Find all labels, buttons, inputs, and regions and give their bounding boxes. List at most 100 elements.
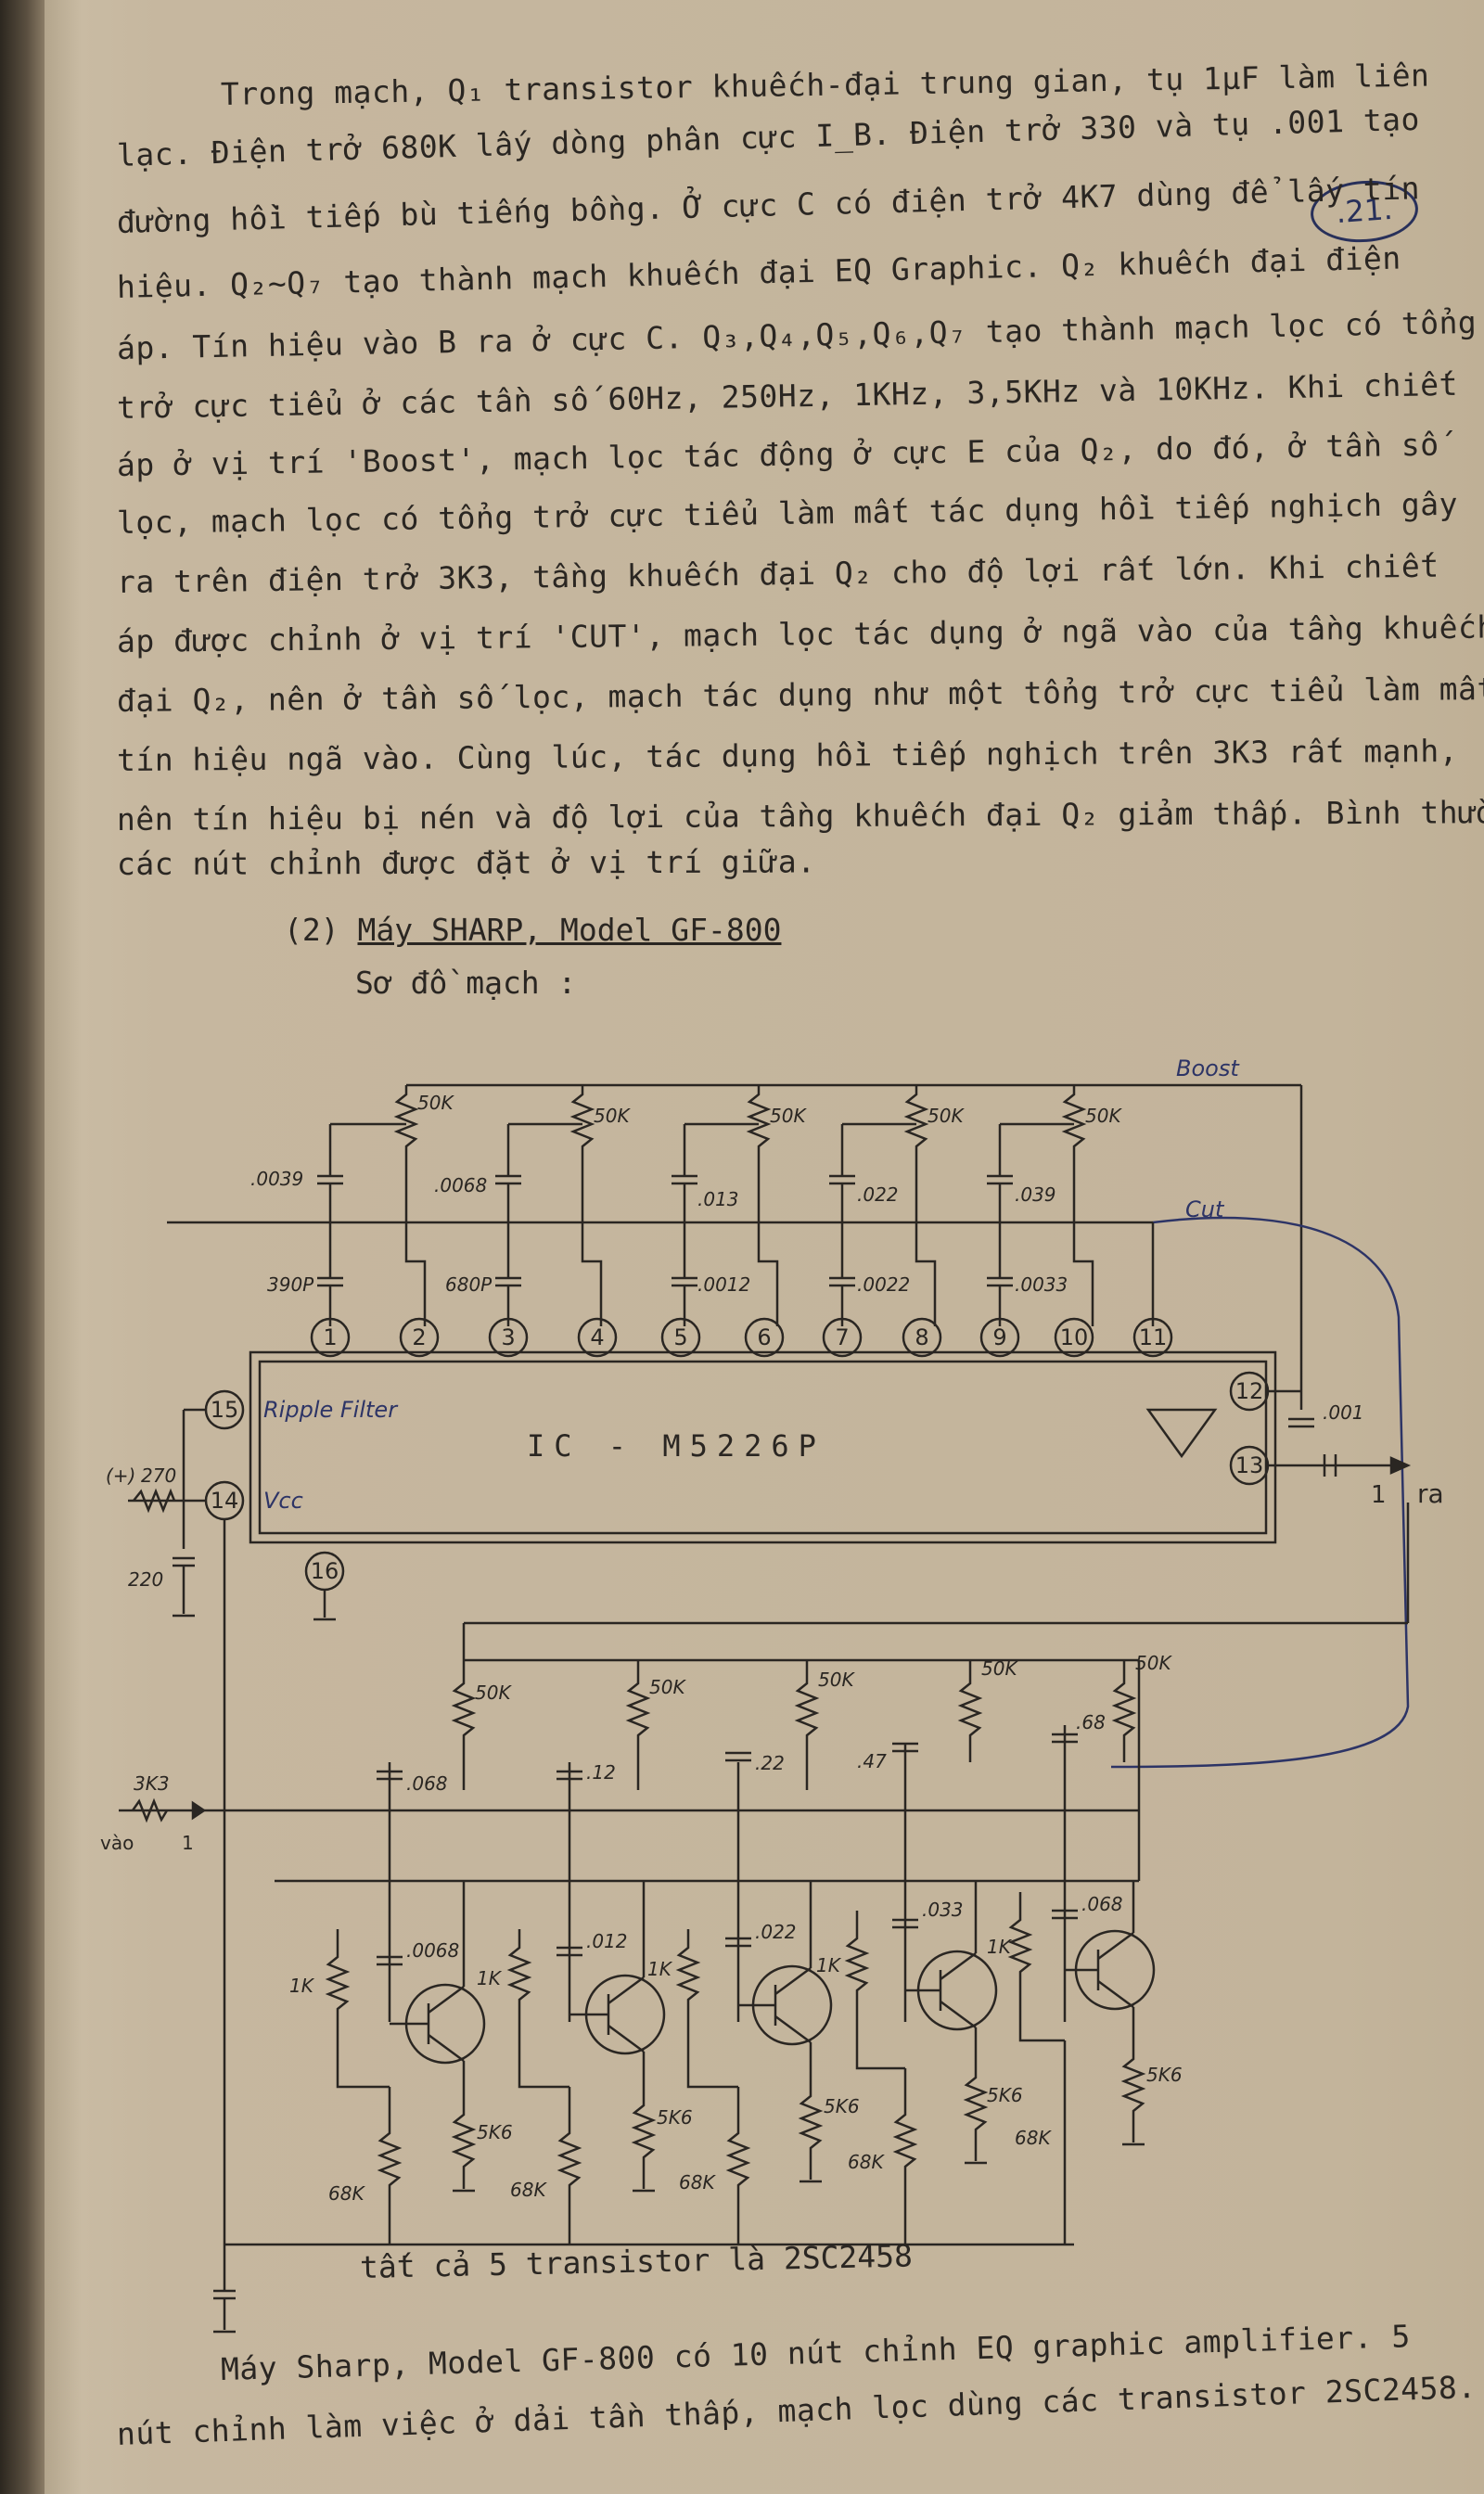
document-page: .21. Trong mạch, Q₁ transistor khuếch-đạ… xyxy=(45,0,1484,2494)
supply-plus-label: (+) xyxy=(106,1464,135,1487)
potentiometer xyxy=(569,1085,603,1326)
cap-label: 390P xyxy=(267,1273,314,1296)
cap-label: .0012 xyxy=(697,1273,750,1296)
pin-5 xyxy=(660,1317,701,1358)
input-resistor xyxy=(131,1797,169,1823)
ripple-filter-label: Ripple Filter xyxy=(263,1397,399,1423)
filter-stage-4 xyxy=(844,1660,998,2245)
res-68k-label: 68K xyxy=(510,2179,547,2201)
pin-5-label: 5 xyxy=(673,1324,687,1350)
res-5k6-label: 5K6 xyxy=(1146,2064,1183,2086)
resistor-1k xyxy=(844,1911,905,2070)
cap-label: .0033 xyxy=(1015,1273,1068,1296)
res-68k-label: 68K xyxy=(1015,2127,1052,2149)
cap-label: .0068 xyxy=(434,1174,487,1196)
output-cap-label: .001 xyxy=(1323,1401,1364,1424)
circuit-diagram: IC - M5226P xyxy=(100,1055,1444,2334)
section-number: (2) xyxy=(284,912,339,948)
pin-7 xyxy=(822,1317,863,1358)
transistor-emitter xyxy=(1097,1979,1134,2009)
resistor-5k6 xyxy=(963,2027,989,2161)
pin-4-label: 4 xyxy=(590,1324,604,1350)
pot-label: 50K xyxy=(1085,1105,1122,1127)
output-num-label: 1 xyxy=(1371,1481,1387,1509)
res-1k-label: 1K xyxy=(816,1954,842,1976)
resistor-1k xyxy=(325,1929,390,2089)
lower-cap-label: .47 xyxy=(857,1750,887,1772)
section-title: Máy SHARP, Model GF-800 xyxy=(357,912,782,948)
input-diode xyxy=(191,1800,207,1821)
resistor-1k xyxy=(506,1929,569,2089)
pin-7-label: 7 xyxy=(835,1324,849,1350)
potentiometer xyxy=(1061,1085,1094,1326)
lower-cap-label: .22 xyxy=(755,1752,785,1774)
input-num-label: 1 xyxy=(182,1832,194,1854)
vcc-label: Vcc xyxy=(263,1488,303,1514)
cap-label: .0039 xyxy=(250,1168,303,1190)
potentiometer xyxy=(746,1085,779,1326)
res-68k-label: 68K xyxy=(328,2182,365,2205)
filter-stage-2 xyxy=(506,1660,666,2245)
res-1k-label: 1K xyxy=(477,1967,503,1989)
pot-label: 50K xyxy=(928,1105,965,1127)
resistor-5k6 xyxy=(451,2061,477,2189)
book-spine xyxy=(0,0,45,2494)
base-cap-label: .068 xyxy=(1081,1893,1123,1915)
res-5k6-label: 5K6 xyxy=(477,2121,513,2143)
cut-feedback-wire xyxy=(1110,1216,1410,1769)
pin-3-label: 3 xyxy=(501,1324,515,1350)
resistor-5k6 xyxy=(631,2052,657,2189)
transistor-collector xyxy=(940,1951,977,1981)
cap-label: .0022 xyxy=(857,1273,910,1296)
lower-pot-label: 50K xyxy=(981,1657,1018,1680)
pin-13-label: 13 xyxy=(1235,1452,1264,1478)
potentiometer xyxy=(957,1660,983,1762)
potentiometer xyxy=(625,1660,651,1790)
lower-filter-stages xyxy=(325,1660,1156,2245)
cap-label: .022 xyxy=(857,1183,899,1206)
section-subtitle: Sơ đồ mạch : xyxy=(355,965,577,1001)
output-arrow xyxy=(1389,1456,1412,1475)
res-5k6-label: 5K6 xyxy=(657,2106,693,2129)
potentiometer xyxy=(451,1660,477,1790)
pin-6 xyxy=(744,1317,785,1358)
supply-resistor-label: 270 xyxy=(141,1464,176,1487)
transistor-collector xyxy=(428,1985,465,2014)
pin-8 xyxy=(902,1317,942,1358)
cut-label: Cut xyxy=(1185,1196,1225,1222)
pin-1 xyxy=(310,1317,351,1358)
res-5k6-label: 5K6 xyxy=(824,2095,860,2117)
lower-pot-label: 50K xyxy=(818,1669,855,1691)
output-label: ra xyxy=(1417,1478,1444,1509)
input-resistor-label: 3K3 xyxy=(134,1772,170,1795)
resistor-68k xyxy=(725,2087,751,2245)
lower-pot-label: 50K xyxy=(1135,1652,1172,1674)
pot-label: 50K xyxy=(417,1092,454,1114)
pin-10 xyxy=(1054,1317,1094,1358)
potentiometer xyxy=(393,1085,427,1326)
resistor-68k xyxy=(556,2087,582,2245)
filter-stage-5 xyxy=(1007,1660,1156,2245)
potentiometer xyxy=(1111,1660,1137,1762)
transistor-collector xyxy=(774,1966,812,1996)
pin-12-label: 12 xyxy=(1235,1378,1264,1404)
supply-cap-label: 220 xyxy=(128,1568,163,1591)
pin-11 xyxy=(1132,1317,1173,1358)
input-label: vào xyxy=(100,1832,134,1854)
resistor-68k xyxy=(892,2068,918,2245)
section-heading: (2) Máy SHARP, Model GF-800 xyxy=(284,912,781,948)
lower-cap-label: .68 xyxy=(1076,1711,1106,1733)
pin-9-label: 9 xyxy=(992,1324,1006,1350)
base-cap-label: .033 xyxy=(922,1899,964,1921)
pot-label: 50K xyxy=(770,1105,807,1127)
base-cap-label: .012 xyxy=(586,1930,628,1952)
res-1k-label: 1K xyxy=(289,1975,315,1997)
transistor-emitter xyxy=(428,2033,465,2063)
resistor-1k xyxy=(1007,1892,1065,2042)
transistor-collector xyxy=(1097,1931,1134,1961)
pin-2-label: 2 xyxy=(412,1324,426,1350)
res-1k-label: 1K xyxy=(647,1958,673,1980)
ic-outline-inner xyxy=(258,1360,1268,1535)
supply-resistor xyxy=(133,1488,176,1514)
filter-stage-1 xyxy=(325,1660,486,2245)
